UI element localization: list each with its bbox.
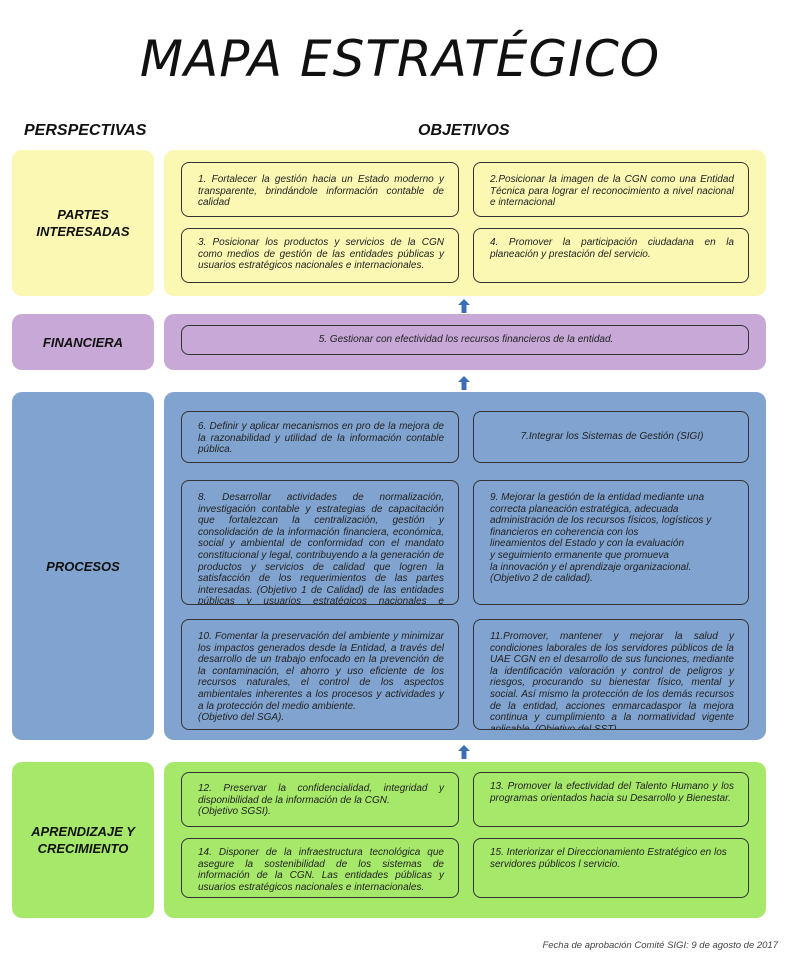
objective-14: 14. Disponer de la infraestructura tecno… [181,838,459,898]
objective-4: 4. Promover la participación ciudadana e… [473,228,749,283]
perspective-label: FINANCIERA [42,334,124,350]
perspective-financiera: FINANCIERA [12,314,154,370]
header-perspectives: PERSPECTIVAS [24,122,147,139]
objectives-band-partes [164,150,766,296]
objectives-band-aprendizaje [164,762,766,918]
objective-11: 11.Promover, mantener y mejorar la salud… [473,619,749,730]
objectives-band-procesos [164,392,766,740]
objective-13: 13. Promover la efectividad del Talento … [473,772,749,827]
up-arrow-icon [458,745,470,759]
up-arrow-icon [458,376,470,390]
perspective-partes-interesadas: PARTES INTERESADAS [12,150,154,296]
perspective-label: PROCESOS [46,558,120,574]
objective-2: 2.Posicionar la imagen de la CGN como un… [473,162,749,217]
approval-date-note: Fecha de aprobación Comité SIGI: 9 de ag… [542,940,778,951]
objective-12: 12. Preservar la confidencialidad, integ… [181,772,459,827]
objective-7: 7.Integrar los Sistemas de Gestión (SIGI… [473,411,749,463]
perspective-procesos: PROCESOS [12,392,154,740]
perspective-aprendizaje: APRENDIZAJE Y CRECIMIENTO [12,762,154,918]
page-title: MAPA ESTRATÉGICO [139,30,661,88]
objective-9: 9. Mejorar la gestión de la entidad medi… [473,480,749,605]
objective-8: 8. Desarrollar actividades de normalizac… [181,480,459,605]
perspective-label: PARTES INTERESADAS [36,207,130,239]
up-arrow-icon [458,299,470,313]
objective-1: 1. Fortalecer la gestión hacia un Estado… [181,162,459,217]
objective-3: 3. Posicionar los productos y servicios … [181,228,459,283]
perspective-label: APRENDIZAJE Y CRECIMIENTO [31,824,135,856]
objective-6: 6. Definir y aplicar mecanismos en pro d… [181,411,459,463]
objective-15: 15. Interiorizar el Direccionamiento Est… [473,838,749,898]
objective-10: 10. Fomentar la preservación del ambient… [181,619,459,730]
header-objectives: OBJETIVOS [418,122,510,139]
objectives-band-financiera [164,314,766,370]
objective-5: 5. Gestionar con efectividad los recurso… [181,325,749,355]
